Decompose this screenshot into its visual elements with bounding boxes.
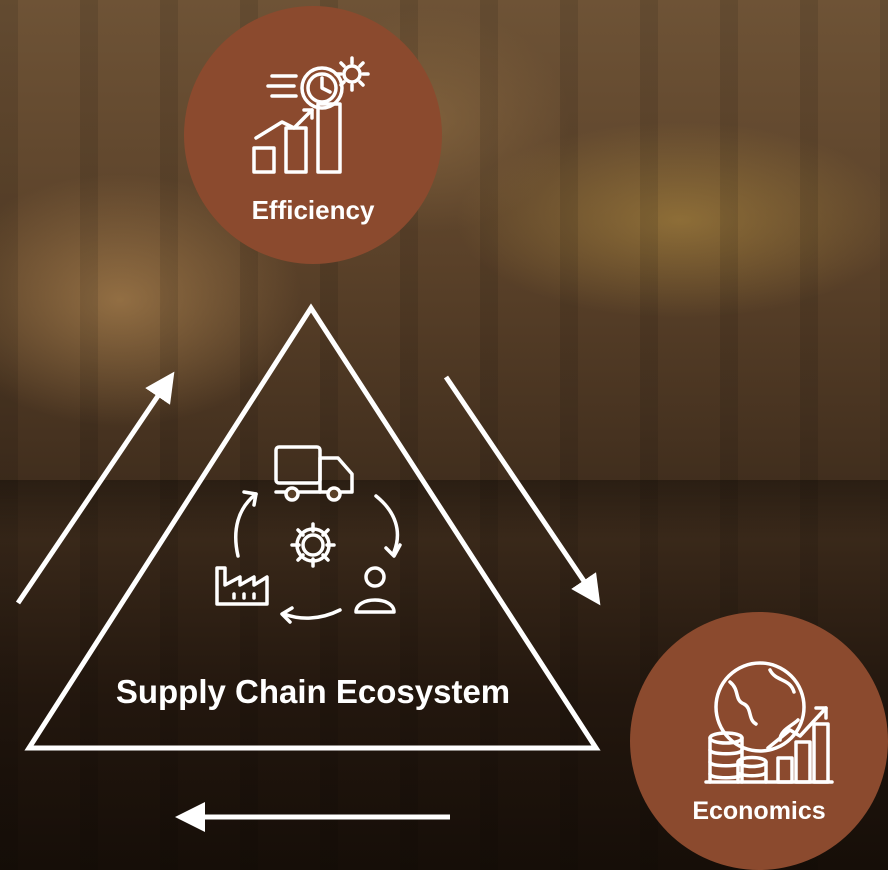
globe-coins-growth-icon [704, 661, 834, 784]
cycle-arrow-left [234, 492, 258, 558]
arrow-down-right [443, 375, 601, 606]
efficiency-node [184, 6, 442, 264]
efficiency-chart-gear-icon [252, 56, 370, 174]
center-label: Supply Chain Ecosystem [115, 673, 511, 710]
gear-icon [290, 522, 336, 568]
cycle-arrow-right [374, 494, 400, 554]
truck-icon [274, 445, 354, 502]
person-icon [354, 566, 396, 614]
supply-chain-cycle-icon [215, 445, 402, 624]
factory-icon [215, 566, 269, 606]
economics-node [630, 612, 888, 870]
efficiency-label: Efficiency [251, 195, 375, 225]
economics-label: Economics [692, 797, 826, 825]
arrow-up-left [15, 371, 175, 605]
cycle-arrow-bottom [282, 608, 342, 620]
ecosystem-triangle [24, 303, 601, 751]
